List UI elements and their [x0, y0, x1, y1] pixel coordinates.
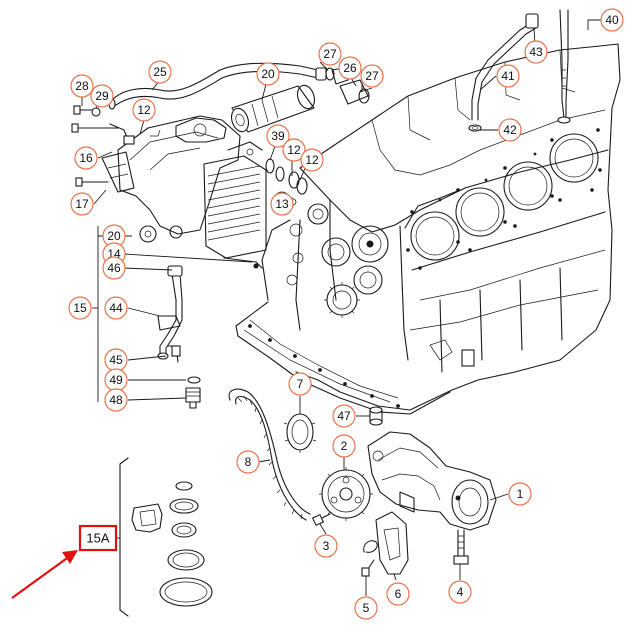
callout-20b[interactable]: 20	[102, 224, 126, 248]
callout-1[interactable]: 1	[508, 482, 532, 506]
callout-43[interactable]: 43	[524, 40, 548, 64]
gear-train	[286, 203, 389, 331]
leader-lines	[81, 19, 602, 596]
callout-2[interactable]: 2	[332, 434, 356, 458]
callout-label: 44	[109, 301, 123, 315]
callout-label: 7	[297, 377, 304, 391]
callout-label: 3	[323, 539, 330, 553]
callout-label: 15	[73, 301, 87, 315]
callouts: 40 43 27 26 27 25 20 28 29 12 41 42 39 1…	[68, 8, 624, 620]
callout-45[interactable]: 45	[104, 348, 128, 372]
oil-pump	[367, 431, 497, 531]
callout-29[interactable]: 29	[90, 84, 114, 108]
callout-48[interactable]: 48	[104, 388, 128, 412]
highlight-15a[interactable]: 15A	[78, 524, 120, 552]
callout-15[interactable]: 15	[68, 296, 92, 320]
bolt-4	[453, 529, 469, 565]
callout-47[interactable]: 47	[332, 404, 356, 428]
callout-label: 6	[395, 587, 402, 601]
callout-20[interactable]: 20	[256, 62, 280, 86]
bolt-3	[311, 513, 331, 527]
callout-label: 48	[109, 393, 123, 407]
dipstick	[557, 9, 571, 124]
engine-block	[295, 43, 621, 411]
callout-label: 47	[337, 409, 351, 423]
bolt-5	[361, 559, 375, 577]
callout-label: 26	[343, 61, 357, 75]
callout-label: 20	[107, 229, 121, 243]
callout-label: 12	[287, 143, 301, 157]
spacer-bushing	[369, 406, 383, 426]
callout-40[interactable]: 40	[600, 8, 624, 32]
callout-16[interactable]: 16	[74, 146, 98, 170]
callout-3[interactable]: 3	[314, 534, 338, 558]
callout-label: 5	[363, 601, 370, 615]
callout-label: 45	[109, 353, 123, 367]
oil-filter	[230, 84, 316, 133]
callout-label: 2	[341, 439, 348, 453]
callout-12[interactable]: 12	[132, 98, 156, 122]
highlight-label: 15A	[86, 531, 109, 546]
callout-label: 29	[95, 89, 109, 103]
callout-13[interactable]: 13	[270, 192, 294, 216]
callout-49[interactable]: 49	[104, 368, 128, 392]
red-arrow-icon	[11, 550, 78, 599]
callout-12b[interactable]: 12	[282, 138, 306, 162]
callout-5[interactable]: 5	[354, 596, 378, 620]
callout-label: 16	[79, 151, 93, 165]
callout-25[interactable]: 25	[148, 60, 172, 84]
callout-label: 43	[529, 45, 543, 59]
callout-label: 4	[457, 585, 464, 599]
callout-label: 17	[75, 197, 89, 211]
oil-cooler-housing	[101, 115, 267, 269]
oil-pipe	[157, 265, 183, 363]
callout-28[interactable]: 28	[70, 74, 94, 98]
callout-label: 25	[153, 65, 167, 79]
callout-26[interactable]: 26	[338, 56, 362, 80]
callout-27b[interactable]: 27	[360, 64, 384, 88]
timing-chain	[228, 388, 311, 521]
callout-41[interactable]: 41	[496, 64, 520, 88]
callout-label: 27	[323, 47, 337, 61]
oil-pan	[235, 219, 451, 415]
callout-label: 20	[261, 67, 275, 81]
callout-label: 12	[305, 153, 319, 167]
callout-44[interactable]: 44	[104, 296, 128, 320]
callout-label: 42	[503, 123, 517, 137]
dipstick-tube	[468, 13, 539, 132]
callout-label: 27	[365, 69, 379, 83]
drain-bolt	[185, 376, 201, 409]
callout-label: 41	[501, 69, 515, 83]
callout-label: 40	[605, 13, 619, 27]
callout-39[interactable]: 39	[266, 124, 290, 148]
callout-6[interactable]: 6	[386, 582, 410, 606]
callout-12c[interactable]: 12	[300, 148, 324, 172]
crank-sprocket	[283, 411, 317, 453]
callout-label: 39	[271, 129, 285, 143]
callout-7[interactable]: 7	[288, 372, 312, 396]
callout-27[interactable]: 27	[318, 42, 342, 66]
callout-17[interactable]: 17	[70, 192, 94, 216]
callout-label: 8	[245, 455, 252, 469]
oil-pump-sprocket	[319, 467, 373, 521]
callout-label: 46	[107, 261, 121, 275]
callout-label: 13	[275, 197, 289, 211]
callout-42[interactable]: 42	[498, 118, 522, 142]
chain-tensioner	[363, 511, 409, 575]
callout-4[interactable]: 4	[448, 580, 472, 604]
seal-kit	[119, 457, 213, 617]
callout-label: 1	[517, 487, 524, 501]
callout-8[interactable]: 8	[236, 450, 260, 474]
callout-46[interactable]: 46	[102, 256, 126, 280]
callout-label: 49	[109, 373, 123, 387]
callout-label: 12	[137, 103, 151, 117]
callout-label: 28	[75, 79, 89, 93]
